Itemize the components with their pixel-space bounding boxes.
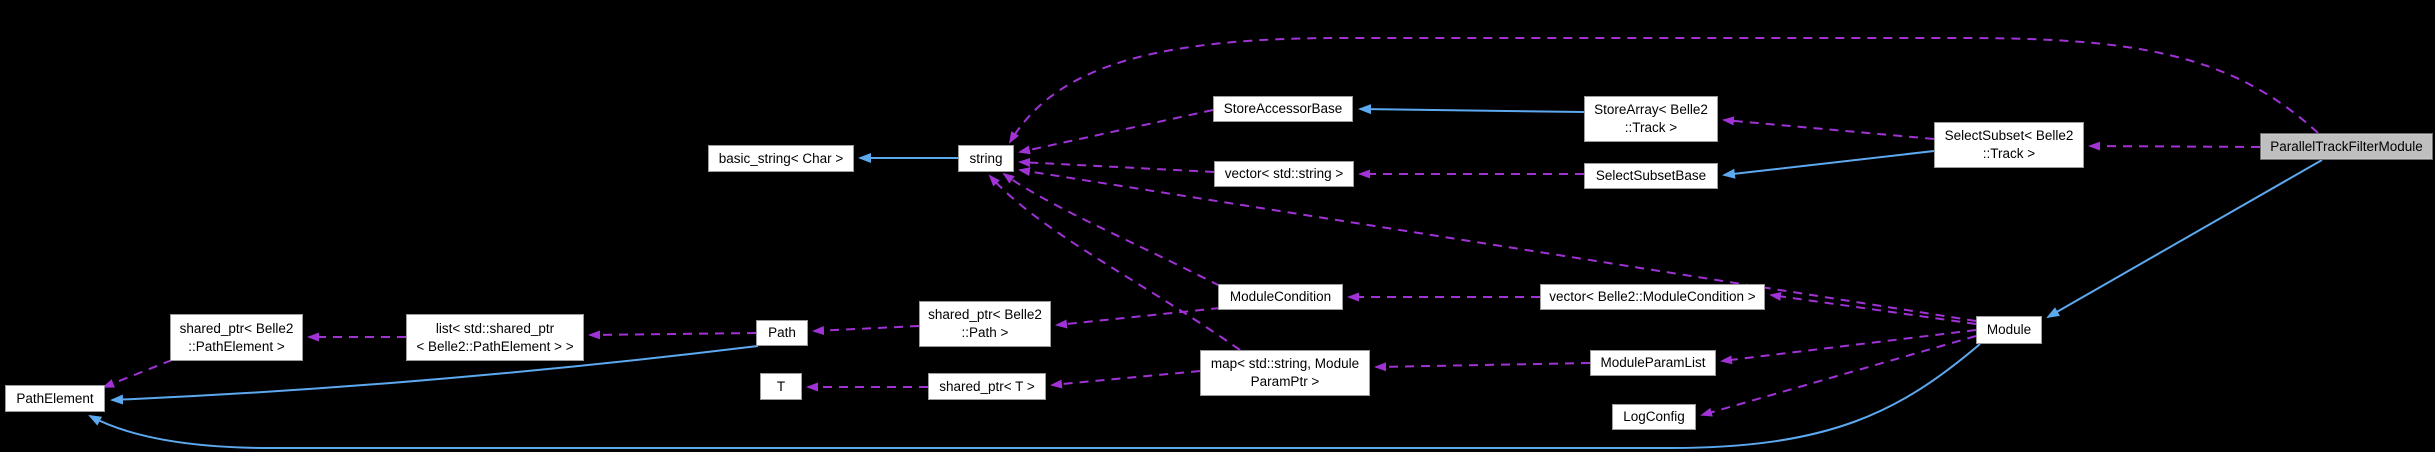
class-node-pathelement[interactable]: PathElement (5, 385, 105, 412)
class-node-list-shared-ptr-pathelement[interactable]: list< std::shared_ptr< Belle2::PathEleme… (406, 314, 584, 361)
edge-selectsubset-track-to-storearray-track (1722, 116, 1935, 140)
class-node-label: string (969, 150, 1003, 166)
class-node-t[interactable]: T (760, 373, 802, 400)
class-node-label: ParamPtr > (1250, 374, 1320, 389)
class-node-path[interactable]: Path (756, 320, 808, 346)
edge-paralleltrackfiltermodule-to-selectsubset-track (2088, 141, 2261, 151)
edge-modulecondition-to-shared-ptr-path (1055, 307, 1221, 329)
class-node-shared-ptr-pathelement[interactable]: shared_ptr< Belle2::PathElement > (170, 314, 303, 361)
class-node-paralleltrackfiltermodule[interactable]: ParallelTrackFilterModule (2260, 133, 2433, 160)
edge-modulecondition-to-string (1002, 172, 1221, 287)
class-node-label: ::Track > (1624, 120, 1678, 135)
class-node-label: shared_ptr< T > (939, 378, 1035, 394)
class-node-label: StoreArray< Belle2 (1594, 102, 1708, 118)
class-node-label: basic_string< Char > (718, 150, 844, 166)
edge-selectsubset-track-to-selectsubsetbase (1722, 150, 1935, 179)
edge-module-to-pathelement (88, 343, 1981, 449)
class-node-label: PathElement (16, 390, 94, 406)
class-node-selectsubset-track[interactable]: SelectSubset< Belle2::Track > (1934, 122, 2084, 168)
class-node-label: vector< Belle2::ModuleCondition > (1549, 289, 1756, 305)
edge-storearray-track-to-storeaccessorbase (1358, 104, 1585, 115)
class-node-label: list< std::shared_ptr (435, 320, 555, 336)
class-node-label: ParallelTrackFilterModule (2270, 138, 2423, 154)
class-node-vector-std-string[interactable]: vector< std::string > (1214, 161, 1354, 187)
class-node-logconfig[interactable]: LogConfig (1612, 404, 1696, 430)
edge-paralleltrackfiltermodule-to-string (1008, 37, 2319, 144)
edge-module-to-logconfig (1700, 335, 1977, 417)
edge-path-to-pathelement (110, 345, 759, 405)
class-node-moduleparamlist[interactable]: ModuleParamList (1590, 350, 1716, 376)
class-node-selectsubsetbase[interactable]: SelectSubsetBase (1584, 163, 1718, 189)
class-node-label: shared_ptr< Belle2 (928, 307, 1042, 323)
class-node-string[interactable]: string (958, 145, 1014, 172)
class-node-label: ModuleParamList (1600, 355, 1706, 371)
edge-map-moduleparamptr-to-string (988, 174, 1241, 351)
edge-storeaccessorbase-to-string (1018, 109, 1214, 155)
class-node-label: vector< std::string > (1224, 166, 1344, 182)
edge-module-to-moduleparamlist (1720, 329, 1977, 365)
class-node-label: StoreAccessorBase (1223, 101, 1343, 117)
class-node-label: < Belle2::PathElement > > (416, 338, 574, 354)
class-node-storeaccessorbase[interactable]: StoreAccessorBase (1213, 96, 1353, 122)
class-node-label: map< std::string, Module (1210, 356, 1360, 372)
class-node-vector-modulecondition[interactable]: vector< Belle2::ModuleCondition > (1540, 284, 1765, 310)
class-node-shared-ptr-t[interactable]: shared_ptr< T > (928, 373, 1046, 400)
class-node-label: Module (1986, 322, 2032, 338)
edge-shared-ptr-path-to-path (812, 325, 920, 336)
edge-module-to-string (1018, 167, 1977, 322)
class-node-label: SelectSubset< Belle2 (1944, 128, 2074, 144)
edge-paralleltrackfiltermodule-to-module (2046, 159, 2323, 318)
class-node-label: SelectSubsetBase (1595, 168, 1707, 184)
class-node-label: T (776, 378, 786, 394)
class-node-module[interactable]: Module (1976, 316, 2042, 344)
class-node-basic-string[interactable]: basic_string< Char > (708, 145, 854, 172)
class-node-label: ::Track > (1982, 146, 2036, 161)
edge-module-to-vector-modulecondition (1769, 291, 1977, 325)
class-node-label: ModuleCondition (1229, 289, 1332, 305)
class-node-label: shared_ptr< Belle2 (179, 320, 294, 336)
class-node-label: Path (768, 325, 796, 341)
class-node-label: ::Path > (961, 325, 1009, 340)
edge-shared-ptr-pathelement-to-pathelement (102, 359, 173, 388)
class-node-storearray-track[interactable]: StoreArray< Belle2::Track > (1584, 96, 1718, 142)
class-node-label: LogConfig (1623, 409, 1685, 425)
edge-vector-std-string-to-string (1018, 158, 1215, 173)
edge-path-to-list-shared-ptr-pathelement (588, 330, 757, 340)
edge-moduleparamlist-to-map-moduleparamptr (1374, 362, 1591, 372)
class-node-label: ::PathElement > (188, 338, 285, 354)
class-node-modulecondition[interactable]: ModuleCondition (1218, 284, 1343, 310)
class-node-shared-ptr-path[interactable]: shared_ptr< Belle2::Path > (919, 301, 1051, 347)
edge-map-moduleparamptr-to-shared-ptr-t (1050, 370, 1201, 389)
